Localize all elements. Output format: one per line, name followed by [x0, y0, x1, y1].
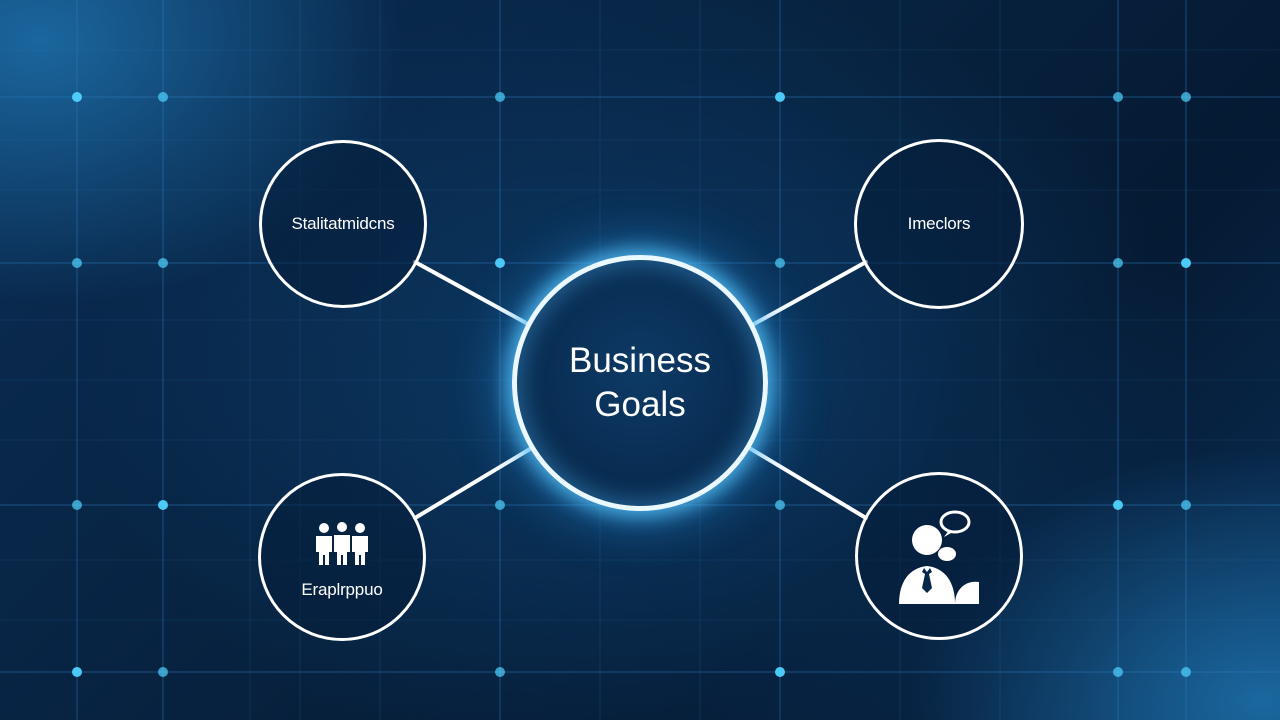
grid-dot: [72, 500, 82, 510]
connector-top-left: [413, 260, 530, 326]
grid-dot: [775, 500, 785, 510]
node-bottom-right[interactable]: [855, 472, 1023, 640]
node-top-left[interactable]: Stalitatmidcns: [259, 140, 427, 308]
grid-dot: [495, 667, 505, 677]
grid-dot: [775, 258, 785, 268]
grid-dot: [495, 500, 505, 510]
node-top-right-label: Imeclors: [907, 214, 971, 233]
grid-dot: [495, 92, 505, 102]
grid-dot: [1113, 258, 1123, 268]
grid-dot: [1181, 667, 1191, 677]
grid-dot: [72, 92, 82, 102]
grid-dot: [72, 667, 82, 677]
grid-dot: [1113, 667, 1123, 677]
connector-top-right: [752, 260, 868, 326]
grid-dot: [495, 258, 505, 268]
grid-dot: [158, 667, 168, 677]
person-speech-bubble-icon: [899, 510, 979, 604]
center-node-business-goals[interactable]: Business Goals: [512, 255, 768, 511]
connector-bottom-left: [413, 447, 532, 520]
node-bottom-left[interactable]: Eraplrppuo: [258, 473, 426, 641]
grid-dot: [1113, 92, 1123, 102]
grid-dot: [158, 500, 168, 510]
grid-dot: [1181, 92, 1191, 102]
grid-dot: [72, 258, 82, 268]
grid-dot: [1181, 500, 1191, 510]
grid-dot: [775, 92, 785, 102]
connector-bottom-right: [749, 447, 868, 520]
people-group-icon: [316, 522, 368, 565]
grid-dot: [158, 92, 168, 102]
grid-dot: [158, 258, 168, 268]
center-node-title: Business Goals: [568, 341, 712, 424]
grid-dot: [775, 667, 785, 677]
grid-dot: [1181, 258, 1191, 268]
node-bottom-left-label: Eraplrppuo: [301, 580, 383, 599]
node-top-left-label: Stalitatmidcns: [291, 214, 395, 233]
grid-dot: [1113, 500, 1123, 510]
node-top-right[interactable]: Imeclors: [854, 139, 1024, 309]
